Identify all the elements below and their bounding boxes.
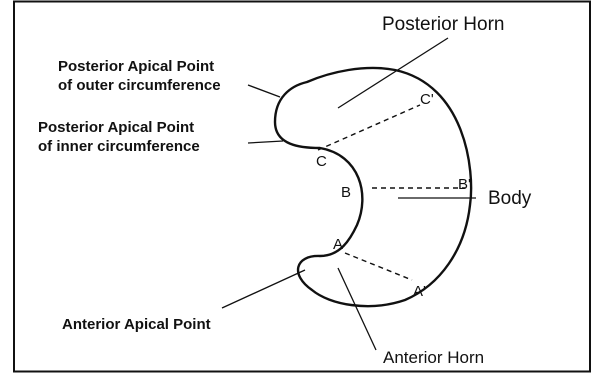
label-anterior-apical-point: Anterior Apical Point xyxy=(62,316,211,333)
dashed-line-c-c-prime xyxy=(317,104,421,151)
label-posterior-apical-inner-line1: Posterior Apical Point xyxy=(38,119,194,136)
leader-posterior-apical-outer xyxy=(247,84,281,98)
point-c-prime: C' xyxy=(420,91,434,108)
point-b: B xyxy=(341,184,351,201)
label-anterior-horn: Anterior Horn xyxy=(383,348,484,367)
leader-anterior-apical-point xyxy=(221,269,306,309)
dashed-line-a-a-prime xyxy=(344,252,413,281)
point-b-prime: B' xyxy=(458,176,471,193)
label-posterior-horn: Posterior Horn xyxy=(382,14,505,35)
label-body: Body xyxy=(488,188,532,209)
point-a-prime: A' xyxy=(413,283,426,300)
point-c: C xyxy=(316,153,327,170)
leader-posterior-apical-inner xyxy=(247,140,284,144)
label-posterior-apical-outer-line2: of outer circumference xyxy=(58,77,221,94)
leader-anterior-horn xyxy=(337,267,377,351)
figure-frame xyxy=(13,0,591,373)
point-a: A xyxy=(333,236,343,253)
label-posterior-apical-outer-line1: Posterior Apical Point xyxy=(58,58,214,75)
leader-posterior-horn xyxy=(337,37,449,109)
meniscus-outline xyxy=(273,66,473,308)
label-posterior-apical-inner-line2: of inner circumference xyxy=(38,138,200,155)
